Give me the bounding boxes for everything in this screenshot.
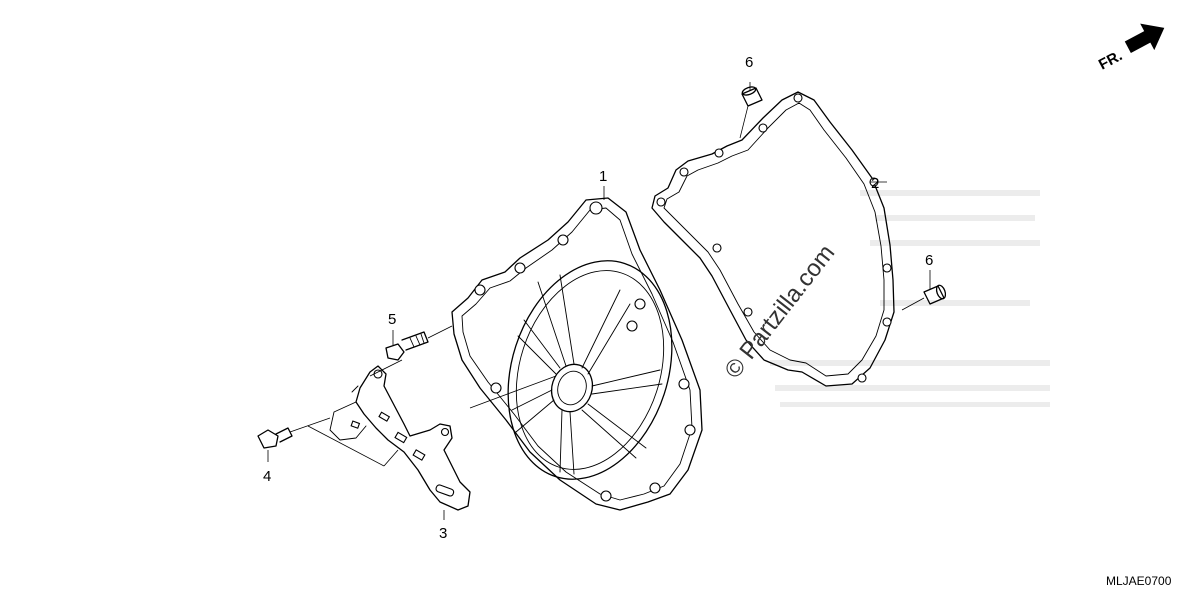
bolt-part-5[interactable] [385, 331, 429, 361]
front-direction-indicator: FR. [1096, 23, 1165, 74]
front-direction-label: FR. [1096, 47, 1125, 73]
callout-2: 2 [871, 175, 879, 192]
front-direction-arrow-icon [1124, 23, 1165, 53]
dowel-pin-part-6-top[interactable] [741, 85, 763, 107]
callout-1: 1 [599, 168, 607, 185]
callout-6-top: 6 [745, 54, 753, 71]
cover-part-1[interactable] [451, 197, 703, 511]
leader-lines [267, 82, 931, 520]
bracket-part-3[interactable] [329, 365, 471, 511]
callout-6-right: 6 [925, 252, 933, 269]
callouts: 1 2 3 4 5 6 6 [263, 54, 933, 542]
stipple-pattern [770, 190, 1050, 407]
diagram-code: MLJAE0700 [1106, 574, 1172, 588]
gasket-part-2[interactable] [651, 91, 895, 387]
callout-5: 5 [388, 311, 396, 328]
dowel-pin-part-6-right[interactable] [923, 284, 947, 305]
callout-3: 3 [439, 525, 447, 542]
bolt-part-4[interactable] [257, 427, 293, 449]
callout-4: 4 [263, 468, 271, 485]
